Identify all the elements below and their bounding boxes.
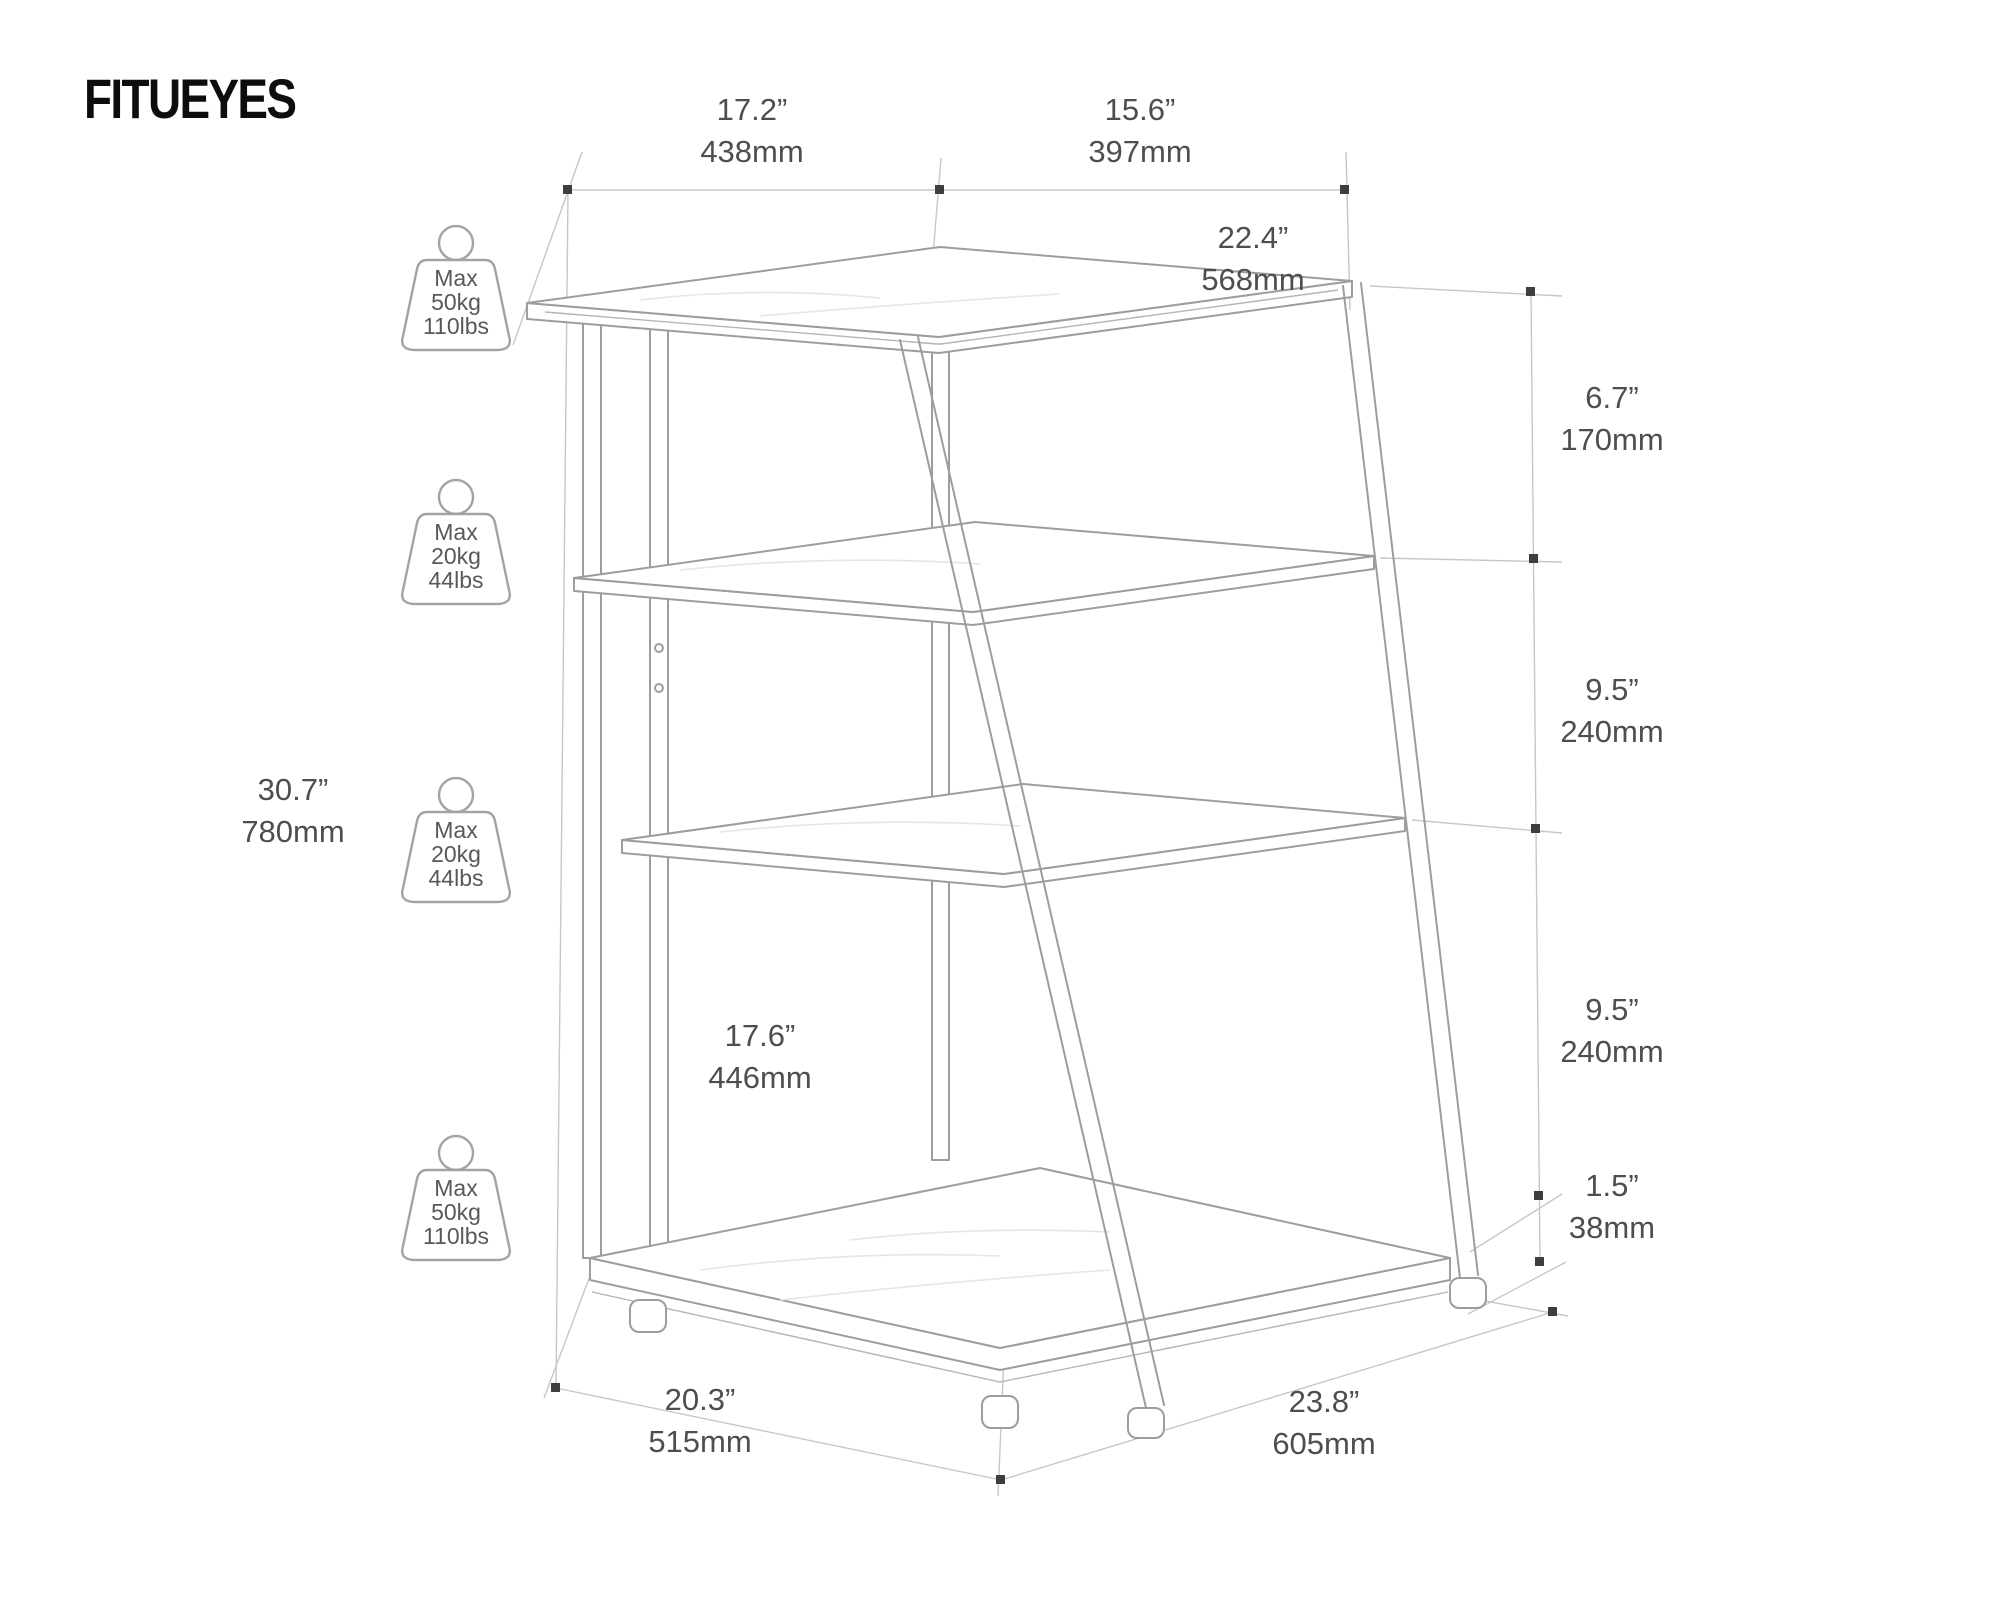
dim-middle-shelf-depth-inches: 17.6”	[725, 1018, 796, 1053]
shelf-bottom-frame-line	[591, 1291, 1449, 1383]
badge-3-line-2: 20kg	[431, 841, 481, 867]
wood-grain	[779, 1269, 1111, 1301]
dim-tier3-gap-mm: 240mm	[1560, 1034, 1663, 1069]
weight-icon-body	[401, 258, 511, 352]
shelf-2	[573, 521, 1375, 626]
dim-total-height-mm: 780mm	[241, 814, 344, 849]
shelf-top-surface	[526, 246, 1353, 338]
front-leg-middle-inner-line	[917, 336, 1165, 1406]
dim-top-width-mm: 438mm	[700, 134, 803, 169]
badge-1-line-2: 50kg	[431, 289, 481, 315]
dimension-marker	[1531, 824, 1540, 833]
weight-icon-body	[401, 810, 511, 904]
foot-front	[981, 1395, 1019, 1429]
badge-4-line-1: Max	[434, 1175, 478, 1201]
dimension-marker	[1535, 1257, 1544, 1266]
badge-1-line-3: 110lbs	[423, 313, 489, 339]
dimension-marker	[563, 185, 572, 194]
shelf-top	[526, 246, 1353, 354]
wood-grain	[679, 559, 981, 571]
dim-tier2-gap-mm: 240mm	[1560, 714, 1663, 749]
screw-detail	[654, 683, 664, 693]
badge-4-line-2: 50kg	[431, 1199, 481, 1225]
dim-top-panel-mm: 568mm	[1201, 262, 1304, 297]
back-post-inner	[649, 325, 669, 1251]
foot-right-leg	[1449, 1277, 1487, 1309]
dimension-marker	[1529, 554, 1538, 563]
wood-grain	[699, 1253, 1001, 1271]
front-leg-right	[1342, 282, 1479, 1279]
weight-icon-handle	[437, 478, 475, 516]
badge-3-line-1: Max	[434, 817, 478, 843]
weight-icon-handle	[437, 776, 475, 814]
dimension-marker	[1548, 1307, 1557, 1316]
wood-grain	[759, 293, 1061, 317]
screw-detail	[654, 643, 664, 653]
extension-line	[543, 1275, 591, 1399]
dim-middle-shelf-depth-mm: 446mm	[708, 1060, 811, 1095]
badge-1-line-1: Max	[434, 265, 478, 291]
dimension-marker	[935, 185, 944, 194]
badge-2-line-3: 44lbs	[429, 567, 484, 593]
dimension-marker	[551, 1383, 560, 1392]
weight-badge-3: Max 20kg 44lbs	[401, 776, 511, 904]
weight-icon-body	[401, 512, 511, 606]
dim-top-depth-mm: 397mm	[1088, 134, 1191, 169]
weight-badge-1: Max 50kg 110lbs	[401, 224, 511, 352]
weight-icon-handle	[437, 1134, 475, 1172]
dim-tier3-gap-inches: 9.5”	[1585, 992, 1638, 1027]
extension-line	[1469, 1193, 1563, 1253]
dim-base-height-inches: 1.5”	[1585, 1168, 1638, 1203]
dim-tier1-gap-mm: 170mm	[1560, 422, 1663, 457]
dimension-line-right	[1530, 291, 1541, 1263]
dim-bottom-width-mm: 515mm	[648, 1424, 751, 1459]
badge-2-line-2: 20kg	[431, 543, 481, 569]
front-leg-middle	[899, 336, 1165, 1409]
front-leg-right-outer-line	[1342, 285, 1461, 1279]
dimension-line-bottom-right	[1000, 1311, 1554, 1481]
front-leg-right-inner-line	[1360, 282, 1479, 1276]
shelf-bottom	[589, 1167, 1451, 1383]
dimension-marker	[996, 1475, 1005, 1484]
extension-line	[512, 151, 583, 346]
foot-middle-leg	[1127, 1407, 1165, 1439]
dimension-line-left	[555, 190, 569, 1389]
badge-2-line-1: Max	[434, 519, 478, 545]
dimension-marker	[1340, 185, 1349, 194]
dim-top-width-inches: 17.2”	[717, 92, 788, 127]
weight-badge-4: Max 50kg 110lbs	[401, 1134, 511, 1262]
dimension-markers	[551, 185, 1557, 1484]
weight-icon-body	[401, 1168, 511, 1262]
foot-left	[629, 1299, 667, 1333]
front-leg-middle-outer-line	[899, 339, 1147, 1409]
dim-top-panel-inches: 22.4”	[1218, 220, 1289, 255]
weight-badge-2: Max 20kg 44lbs	[401, 478, 511, 606]
back-post-right	[931, 259, 950, 1161]
dimension-line-bottom-left	[555, 1387, 1002, 1481]
dimension-marker	[1534, 1191, 1543, 1200]
dim-bottom-width-inches: 20.3”	[665, 1382, 736, 1417]
wood-grain	[639, 291, 881, 301]
shelf-top-lip-line	[544, 289, 1339, 345]
wood-grain	[849, 1229, 1111, 1241]
back-post-left	[582, 317, 602, 1259]
shelf-bottom-surface	[589, 1167, 1451, 1349]
dim-tier1-gap-inches: 6.7”	[1585, 380, 1638, 415]
dimension-marker	[1526, 287, 1535, 296]
badge-3-line-3: 44lbs	[429, 865, 484, 891]
brand-logo: FITUEYES	[84, 67, 297, 130]
badge-4-line-3: 110lbs	[423, 1223, 489, 1249]
weight-icon-handle	[437, 224, 475, 262]
shelf-unit-drawing	[526, 246, 1487, 1439]
dim-tier2-gap-inches: 9.5”	[1585, 672, 1638, 707]
dim-top-depth-inches: 15.6”	[1105, 92, 1176, 127]
dim-bottom-depth-inches: 23.8”	[1289, 1384, 1360, 1419]
dim-total-height-inches: 30.7”	[258, 772, 329, 807]
wood-grain	[719, 821, 1021, 833]
dimension-labels: 17.2” 438mm 15.6” 397mm 22.4” 568mm 6.7”…	[241, 92, 1663, 1461]
dim-base-height-mm: 38mm	[1569, 1210, 1655, 1245]
dim-bottom-depth-mm: 605mm	[1272, 1426, 1375, 1461]
